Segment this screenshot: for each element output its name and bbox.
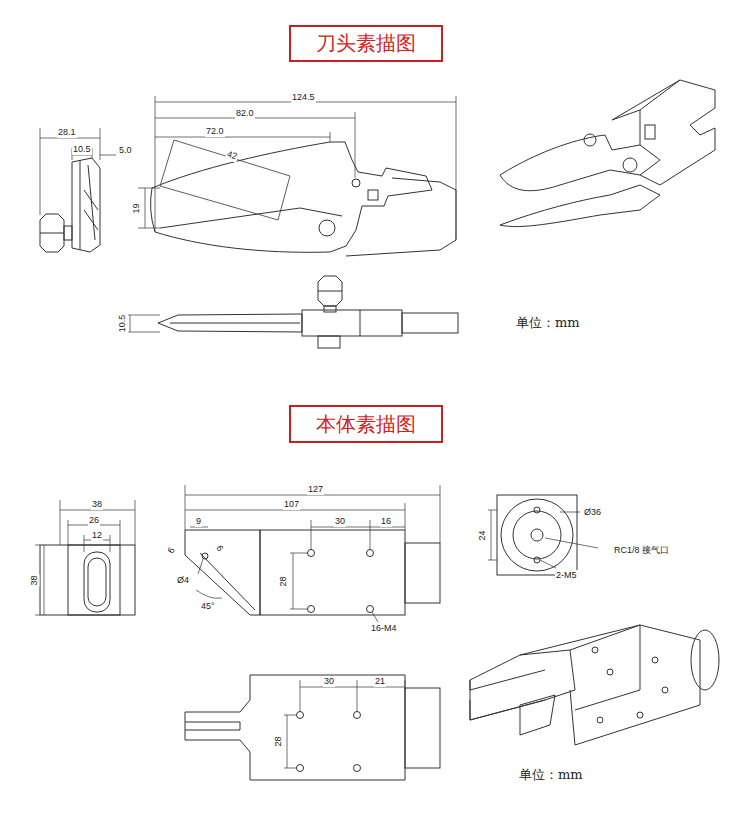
dimension-label: 30 [334, 516, 346, 527]
dimension-label: 28 [278, 575, 289, 587]
body-side-view [185, 530, 440, 615]
dimension-label: 10.5 [117, 314, 128, 334]
dimension-label: 45° [200, 601, 216, 612]
dimension-label: 5.0 [118, 145, 133, 156]
title-box: 刀头素描图 [289, 25, 443, 62]
dimension-lines [35, 485, 598, 768]
dimension-label: Ø36 [583, 507, 602, 518]
blade-end-view [40, 158, 100, 252]
dimension-label: 30 [323, 676, 335, 687]
dimension-label: 82.0 [235, 108, 255, 119]
title-text: 刀头素描图 [316, 30, 416, 57]
dimension-label: Ø4 [176, 575, 190, 586]
dimension-lines [40, 96, 456, 332]
body-top-view [185, 675, 440, 780]
dimension-label: 127 [307, 484, 324, 495]
dimension-label: 24 [477, 529, 488, 541]
dimension-label: 38 [29, 574, 40, 586]
body-end-view-right [497, 495, 577, 575]
dimension-label: 21 [374, 676, 386, 687]
blade-isometric [500, 80, 715, 227]
dimension-label: 19 [131, 202, 142, 214]
title-text: 本体素描图 [316, 411, 416, 438]
dimension-label: 2-M5 [555, 570, 578, 581]
unit-note: 单位：mm [515, 315, 581, 331]
dimension-label: 9 [195, 516, 202, 527]
blade-top-view [158, 276, 458, 348]
dimension-label: 16 [380, 516, 392, 527]
dimension-label: 28 [273, 735, 284, 747]
dimension-label: 28.1 [57, 127, 77, 138]
body-isometric [470, 625, 719, 745]
dimension-label: 26 [88, 515, 100, 526]
dimension-label: 6 [213, 543, 226, 555]
body-end-view-left [40, 545, 135, 615]
dimension-label: 124.5 [291, 92, 316, 103]
title-box: 本体素描图 [289, 405, 443, 443]
dimension-label: 10.5 [72, 144, 92, 155]
dimension-label: 12 [91, 530, 103, 541]
dimension-label: 38 [91, 499, 103, 510]
dimension-label: 16-M4 [370, 623, 398, 634]
unit-note: 单位：mm [518, 767, 584, 783]
blade-side-view [151, 140, 456, 256]
dimension-label: 107 [283, 499, 300, 510]
dimension-label: 72.0 [205, 126, 225, 137]
dimension-label: RC1/8 接气口 [613, 545, 670, 556]
dimension-label: 6 [165, 545, 178, 557]
